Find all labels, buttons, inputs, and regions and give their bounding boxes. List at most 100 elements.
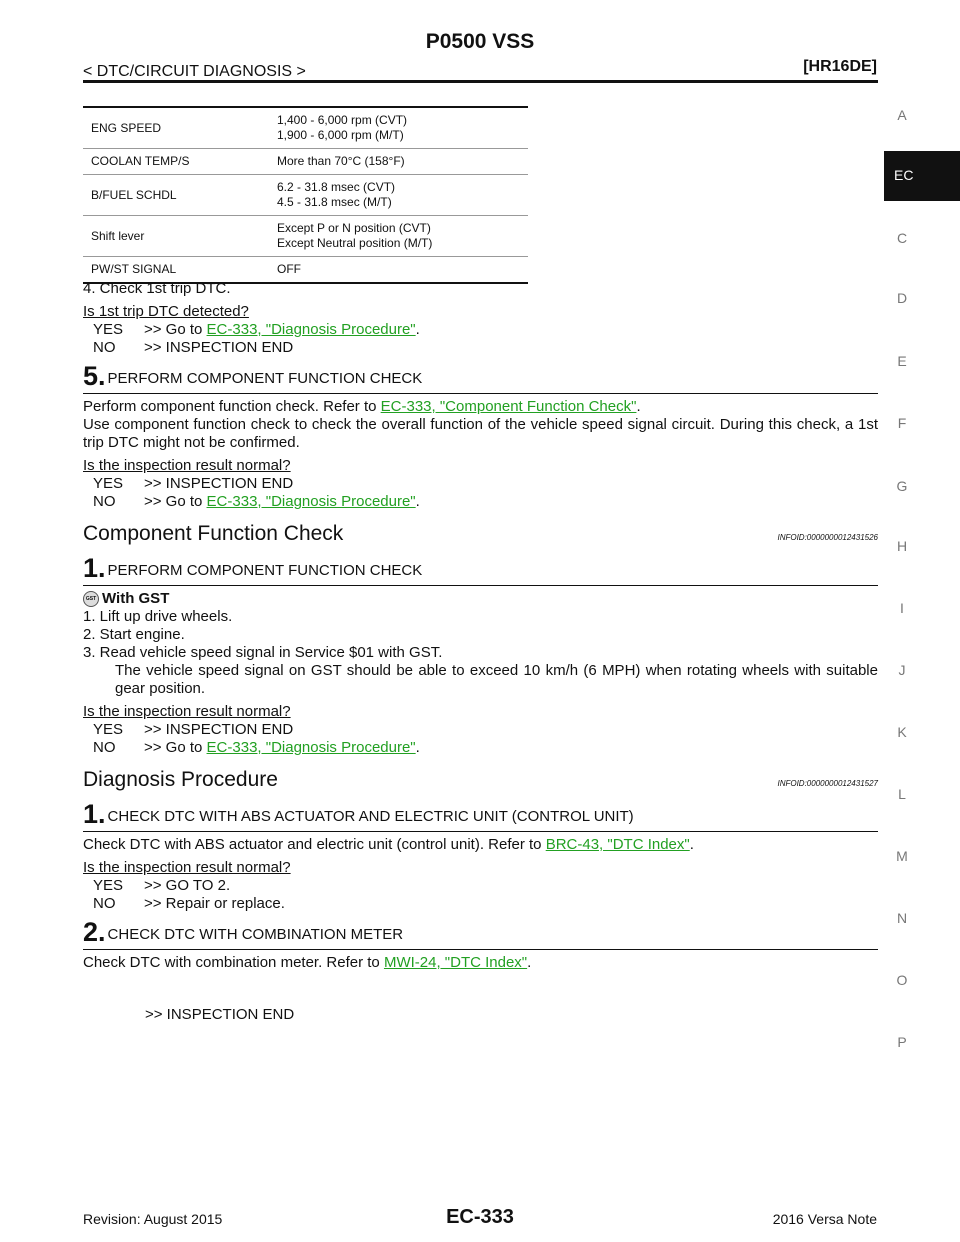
punct: .	[527, 954, 532, 971]
step-title: CHECK DTC WITH COMBINATION METER	[107, 926, 404, 943]
answer-block-5: YES >> INSPECTION END NO >> Go to EC-333, …	[83, 475, 878, 511]
engine-label: [HR16DE]	[803, 58, 877, 75]
side-index-tab-g[interactable]: G	[896, 478, 908, 494]
answer-block-cfc: YES>> INSPECTION END NO>> Go to EC-333, …	[83, 721, 878, 757]
no-text: >> Go to	[144, 493, 207, 510]
side-index-tab-o[interactable]: O	[896, 972, 908, 988]
link-diagnosis-procedure[interactable]: EC-333, "Diagnosis Procedure"	[206, 739, 416, 756]
side-index-tab-p[interactable]: P	[897, 1034, 907, 1050]
link-brc-dtc-index[interactable]: BRC-43, "DTC Index"	[545, 836, 690, 853]
gst-label-text: With GST	[102, 590, 170, 607]
spec-item: B/FUEL SCHDL	[83, 174, 269, 216]
side-index-tab-a[interactable]: A	[897, 107, 907, 123]
spec-value-line: 1,900 - 6,000 rpm (M/T)	[277, 128, 404, 142]
gst-icon: GST	[83, 591, 99, 607]
yes-key: YES	[93, 321, 124, 338]
dp-step-2-text: Check DTC with combination meter. Refer …	[83, 954, 878, 972]
yes-key: YES	[93, 475, 124, 492]
step-4-text: 4. Check 1st trip DTC.	[83, 280, 231, 297]
yes-text: >> INSPECTION END	[144, 475, 294, 492]
spec-value-line: 4.5 - 31.8 msec (M/T)	[277, 195, 392, 209]
step-5-line2: Use component function check to check th…	[83, 416, 878, 451]
side-index-active-label: EC	[894, 167, 914, 183]
cfc-items: 1. Lift up drive wheels.2. Start engine.…	[83, 608, 878, 662]
no-text: >> INSPECTION END	[144, 339, 294, 356]
side-index-tab-f[interactable]: F	[897, 415, 907, 431]
section-component-function-check: Component Function Check INFOID:00000000…	[83, 523, 878, 547]
no-key: NO	[93, 895, 116, 912]
spec-value-line: Except P or N position (CVT)	[277, 221, 431, 235]
no-key: NO	[93, 739, 116, 756]
side-index-tab-k[interactable]: K	[897, 724, 907, 740]
answer-block-1: YES >> Go to EC-333, "Diagnosis Procedure…	[83, 321, 878, 357]
side-index-tab-i[interactable]: I	[900, 600, 904, 616]
dp-step-1-text: Check DTC with ABS actuator and electric…	[83, 836, 878, 854]
side-index-tab-h[interactable]: H	[896, 538, 908, 554]
question-normal: Is the inspection result normal?	[83, 457, 291, 474]
text: Check DTC with ABS actuator and electric…	[83, 836, 546, 853]
spec-value: 6.2 - 31.8 msec (CVT)4.5 - 31.8 msec (M/…	[269, 174, 528, 216]
step-title: PERFORM COMPONENT FUNCTION CHECK	[107, 370, 423, 387]
link-mwi-dtc-index[interactable]: MWI-24, "DTC Index"	[383, 954, 528, 971]
breadcrumb: < DTC/CIRCUIT DIAGNOSIS >	[83, 63, 306, 80]
no-text: >> Repair or replace.	[144, 895, 285, 912]
step-number: 5.	[83, 361, 106, 391]
side-index-tab-m[interactable]: M	[896, 848, 908, 864]
spec-value-line: 6.2 - 31.8 msec (CVT)	[277, 180, 396, 194]
revision-date: Revision: August 2015	[83, 1211, 223, 1227]
spec-value-line: More than 70°C (158°F)	[277, 154, 405, 168]
side-index-tab-l[interactable]: L	[898, 786, 906, 802]
punct: .	[415, 493, 420, 510]
spec-value: More than 70°C (158°F)	[269, 148, 528, 175]
yes-text: >> Go to	[144, 321, 207, 338]
section-heading: Diagnosis Procedure	[83, 768, 278, 791]
text: Perform component function check. Refer …	[83, 398, 381, 415]
inspection-end: >> INSPECTION END	[145, 1006, 295, 1023]
page-number: EC-333	[446, 1206, 514, 1228]
spec-value-line: OFF	[277, 262, 301, 276]
link-diagnosis-procedure[interactable]: EC-333, "Diagnosis Procedure"	[206, 493, 416, 510]
side-index-tab-e[interactable]: E	[897, 353, 907, 369]
spec-row: PW/ST SIGNAL OFF	[83, 256, 528, 284]
spec-value: 1,400 - 6,000 rpm (CVT)1,900 - 6,000 rpm…	[269, 106, 528, 149]
spec-item: PW/ST SIGNAL	[83, 256, 269, 284]
side-index-tab-n[interactable]: N	[896, 910, 908, 926]
info-id: INFOID:0000000012431526	[777, 533, 878, 542]
punct: .	[636, 398, 641, 415]
question-normal: Is the inspection result normal?	[83, 703, 291, 720]
side-index-active-tab[interactable]: EC	[884, 151, 960, 201]
dp-step-1-heading: 1.CHECK DTC WITH ABS ACTUATOR AND ELECTR…	[83, 801, 878, 832]
side-index-tab-c[interactable]: C	[896, 230, 908, 246]
step-number: 1.	[83, 799, 106, 829]
link-component-function-check[interactable]: EC-333, "Component Function Check"	[380, 398, 637, 415]
step-number: 1.	[83, 553, 106, 583]
yes-text: >> INSPECTION END	[144, 721, 294, 738]
step-title: PERFORM COMPONENT FUNCTION CHECK	[107, 562, 423, 579]
spec-item: Shift lever	[83, 215, 269, 257]
info-id: INFOID:0000000012431527	[777, 779, 878, 788]
header-rule	[83, 80, 878, 83]
spec-value: Except P or N position (CVT)Except Neutr…	[269, 215, 528, 257]
step-5-line1: Perform component function check. Refer …	[83, 398, 878, 416]
link-diagnosis-procedure[interactable]: EC-333, "Diagnosis Procedure"	[206, 321, 416, 338]
question-normal: Is the inspection result normal?	[83, 859, 291, 876]
yes-text: >> GO TO 2.	[144, 877, 231, 894]
page-title: P0500 VSS	[425, 30, 535, 53]
side-index-tab-d[interactable]: D	[896, 290, 908, 306]
cfc-item: 3. Read vehicle speed signal in Service …	[83, 644, 443, 661]
punct: .	[415, 739, 420, 756]
no-key: NO	[93, 493, 116, 510]
spec-item: ENG SPEED	[83, 106, 269, 149]
spec-value-line: 1,400 - 6,000 rpm (CVT)	[277, 113, 408, 127]
main-content: 4. Check 1st trip DTC. Is 1st trip DTC d…	[83, 280, 878, 1024]
spec-value: OFF	[269, 256, 528, 284]
dp-step-2-heading: 2.CHECK DTC WITH COMBINATION METER	[83, 919, 878, 950]
question-1st-trip: Is 1st trip DTC detected?	[83, 303, 249, 320]
section-diagnosis-procedure: Diagnosis Procedure INFOID:0000000012431…	[83, 768, 878, 793]
side-index-tab-j[interactable]: J	[898, 662, 906, 678]
